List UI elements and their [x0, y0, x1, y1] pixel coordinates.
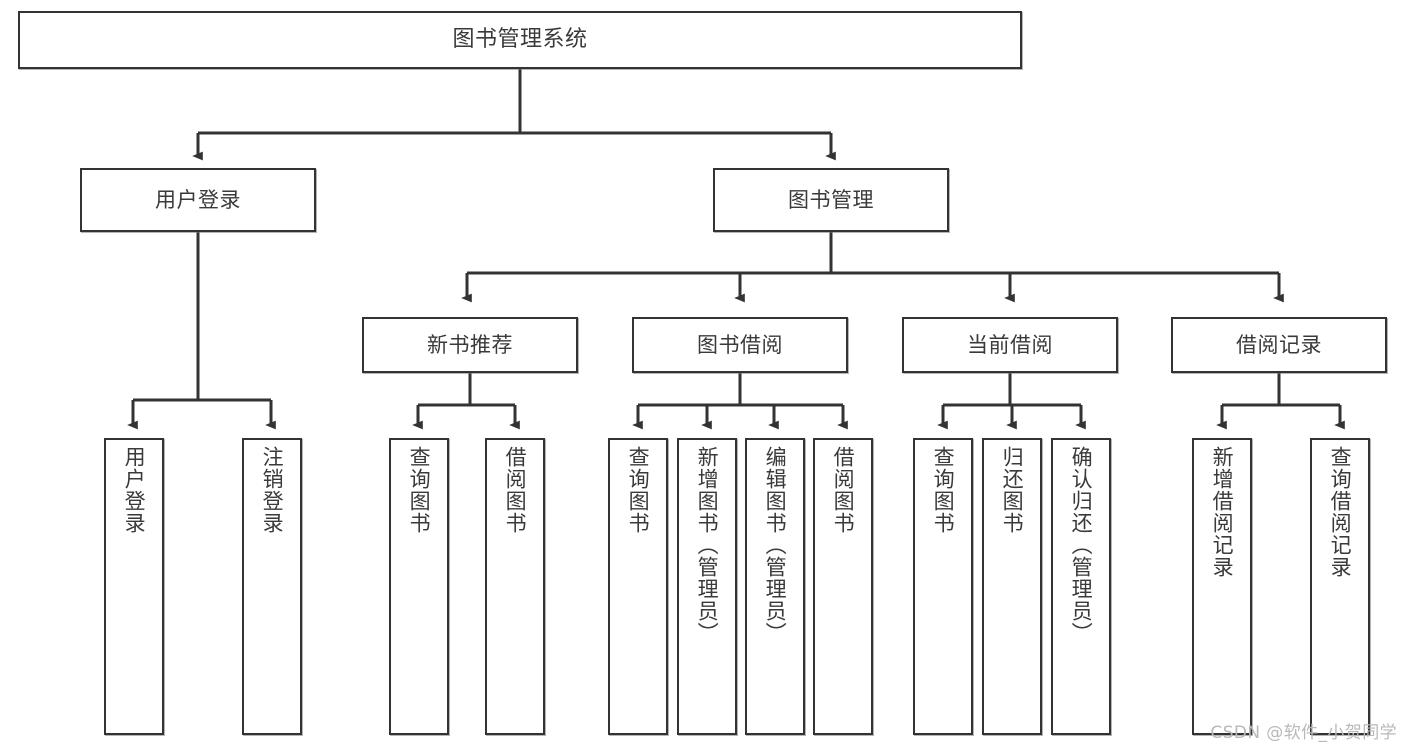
- node-book-borrow[interactable]: 图书借阅: [632, 317, 848, 373]
- leaf-new-book-borrow-books[interactable]: 借阅图书: [485, 438, 545, 735]
- leaf-borrow-edit-book-admin[interactable]: 编辑图书（管理员）: [745, 438, 805, 735]
- node-borrow-records[interactable]: 借阅记录: [1171, 317, 1387, 373]
- node-label: 用户登录: [122, 446, 147, 534]
- watermark: CSDN @软件_小贺同学: [1210, 723, 1397, 743]
- leaf-borrow-borrow-books[interactable]: 借阅图书: [813, 438, 873, 735]
- node-label: 用户登录: [155, 187, 241, 212]
- node-label: 查询图书: [931, 446, 956, 534]
- node-book-management[interactable]: 图书管理: [713, 168, 949, 232]
- node-label: 新书推荐: [427, 332, 513, 357]
- node-current-borrow[interactable]: 当前借阅: [902, 317, 1118, 373]
- leaf-current-query-books[interactable]: 查询图书: [913, 438, 973, 735]
- leaf-borrow-query-books[interactable]: 查询图书: [608, 438, 668, 735]
- node-label: 查询图书: [626, 446, 651, 534]
- node-label: 归还图书: [1000, 446, 1025, 534]
- node-root-book-management-system[interactable]: 图书管理系统: [18, 11, 1022, 69]
- node-label: 当前借阅: [967, 332, 1053, 357]
- leaf-new-book-query-books[interactable]: 查询图书: [389, 438, 449, 735]
- leaf-current-confirm-return-admin[interactable]: 确认归还（管理员）: [1051, 438, 1111, 735]
- node-label: 注销登录: [260, 446, 285, 534]
- node-label: 图书管理: [788, 187, 874, 212]
- node-label: 图书借阅: [697, 332, 783, 357]
- node-new-book-recommend[interactable]: 新书推荐: [362, 317, 578, 373]
- node-label: 确认归还（管理员）: [1069, 446, 1094, 644]
- leaf-current-return-books[interactable]: 归还图书: [982, 438, 1042, 735]
- node-label: 新增图书（管理员）: [695, 446, 720, 644]
- node-label: 借阅图书: [831, 446, 856, 534]
- leaf-records-add-record[interactable]: 新增借阅记录: [1192, 438, 1252, 735]
- node-label: 图书管理系统: [452, 27, 588, 53]
- node-label: 新增借阅记录: [1210, 446, 1235, 578]
- leaf-records-query-record[interactable]: 查询借阅记录: [1310, 438, 1370, 735]
- node-user-login[interactable]: 用户登录: [80, 168, 316, 232]
- leaf-user-login-logout[interactable]: 注销登录: [242, 438, 302, 735]
- leaf-user-login-login[interactable]: 用户登录: [104, 438, 164, 735]
- node-label: 编辑图书（管理员）: [763, 446, 788, 644]
- node-label: 借阅记录: [1236, 332, 1322, 357]
- leaf-borrow-add-book-admin[interactable]: 新增图书（管理员）: [677, 438, 737, 735]
- node-label: 借阅图书: [503, 446, 528, 534]
- node-label: 查询图书: [407, 446, 432, 534]
- node-label: 查询借阅记录: [1328, 446, 1353, 578]
